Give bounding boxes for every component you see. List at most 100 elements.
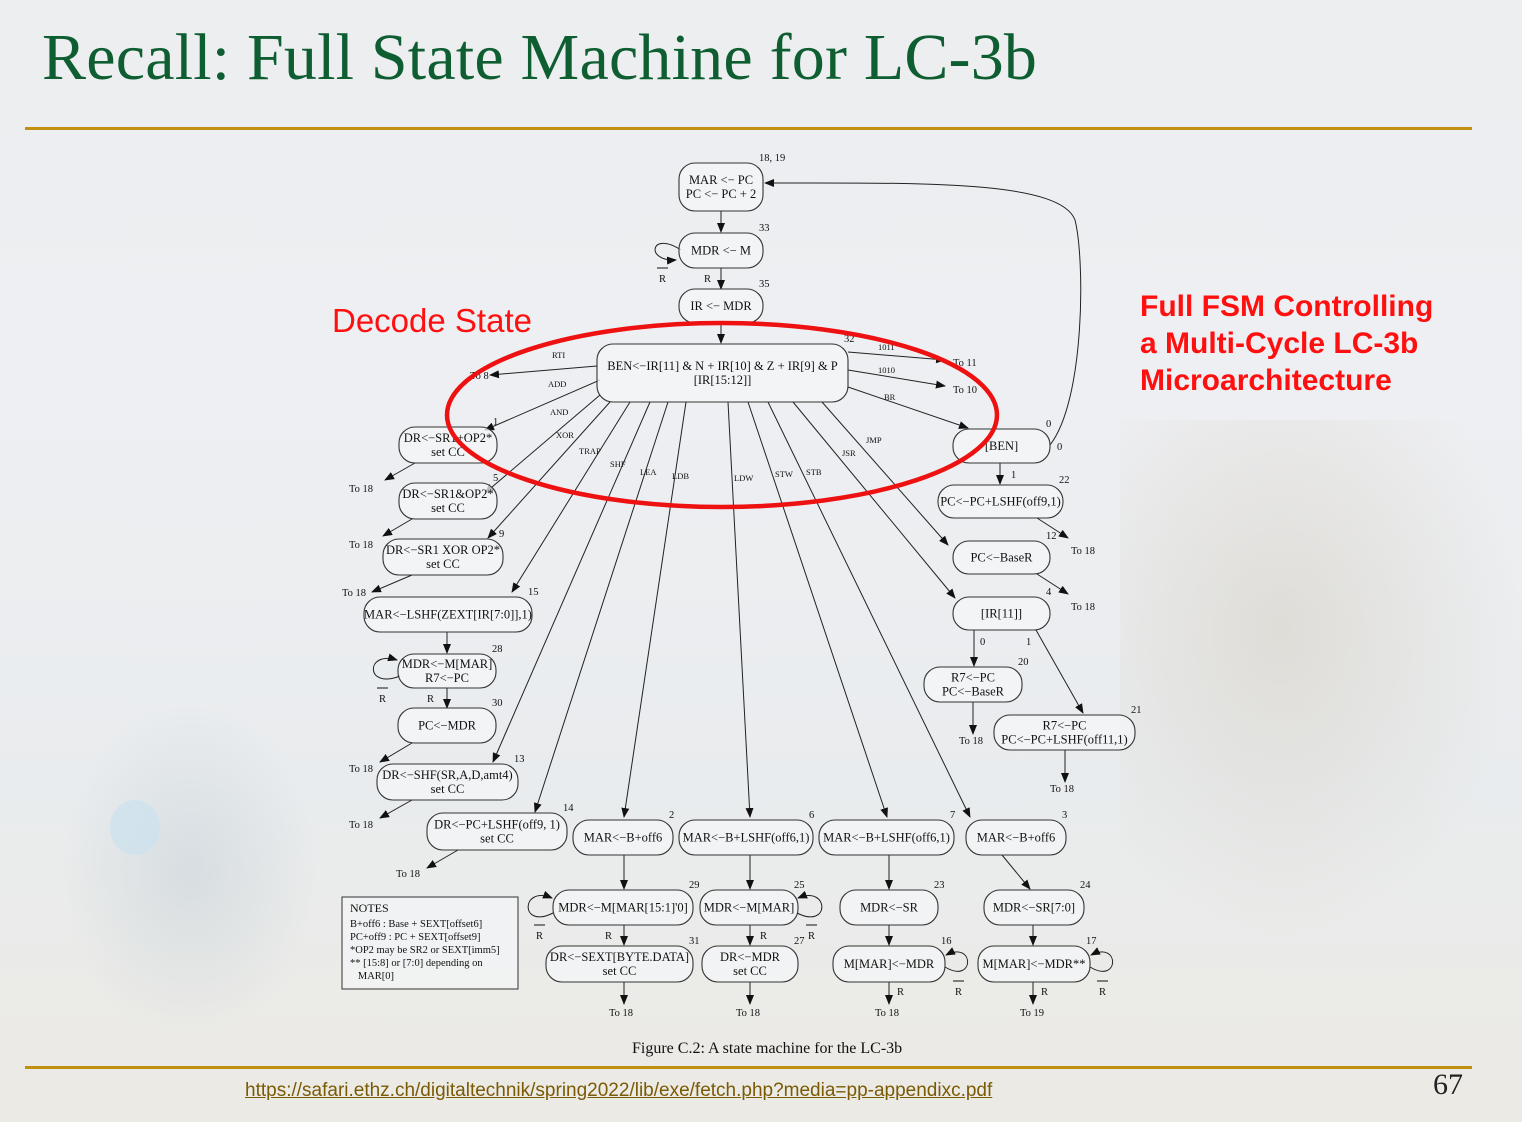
cond-ben-1: 1 — [1011, 470, 1016, 481]
state-number: 20 — [1018, 657, 1029, 668]
state-box — [678, 162, 764, 212]
state-node-25: MDR<−M[MAR] 25 — [699, 880, 805, 926]
cond-rbar-16: R — [955, 987, 962, 998]
state-number: 31 — [689, 936, 700, 947]
notes-box: NOTES B+off6 : Base + SEXT[offset6] PC+o… — [341, 896, 519, 990]
figure-caption: Figure C.2: A state machine for the LC-3… — [632, 1040, 903, 1057]
state-number: 0 — [1046, 419, 1051, 430]
state-node-33: MDR <− M33 — [678, 223, 770, 269]
state-number: 7 — [950, 810, 955, 821]
state-text: set CC — [431, 445, 465, 459]
state-text: [IR[11]] — [981, 607, 1022, 621]
state-number: 25 — [794, 880, 805, 891]
state-box — [983, 889, 1085, 926]
edge-16-self — [944, 947, 968, 972]
edge-jmp — [821, 401, 949, 546]
edge-9-to18 — [371, 574, 413, 593]
state-node-17: M[MAR]<−MDR**17 — [977, 936, 1097, 983]
state-text: R7<−PC — [425, 671, 469, 685]
exit-to-18: To 18 — [875, 1008, 899, 1019]
state-text: MAR<−B+off6 — [977, 831, 1056, 845]
notes-line: B+off6 : Base + SEXT[offset6] — [350, 919, 482, 930]
edge-28-self — [372, 653, 401, 680]
edge-3-24 — [1001, 854, 1031, 890]
state-box — [952, 428, 1051, 464]
state-box — [965, 819, 1067, 856]
edge-label-shf: SHF — [610, 459, 626, 469]
edge-ldw — [727, 401, 754, 818]
edge-label-stw: STW — [775, 469, 793, 479]
exit-labels: To 8 To 11 To 10 To 18 To 18 To 18 To 18… — [342, 358, 1095, 1019]
source-link[interactable]: https://safari.ethz.ch/digitaltechnik/sp… — [245, 1080, 993, 1101]
state-box — [552, 889, 694, 926]
state-text: DR<−SR1+OP2* — [404, 431, 493, 445]
cond-ir11-1: 1 — [1026, 637, 1031, 648]
state-text: set CC — [431, 782, 465, 796]
state-text: MDR<−M[MAR] — [704, 901, 795, 915]
edge-label-jsr: JSR — [842, 448, 856, 458]
state-node-5: DR<−SR1&OP2*set CC5 — [398, 473, 498, 520]
state-node-9: DR<−SR1 XOR OP2*set CC9 — [382, 529, 504, 576]
exit-to-10: To 10 — [953, 385, 977, 396]
state-text: PC<−BaseR — [970, 551, 1033, 565]
state-box — [363, 596, 533, 633]
edge-label-jmp: JMP — [866, 435, 882, 445]
cond-r-33: R — [704, 274, 711, 285]
edge-30-to18 — [379, 742, 413, 763]
state-box — [397, 707, 497, 744]
state-number: 17 — [1086, 936, 1097, 947]
state-text: set CC — [431, 501, 465, 515]
state-number: 35 — [759, 279, 770, 290]
state-box — [376, 763, 519, 801]
state-node-3: MAR<−B+off6 3 — [965, 810, 1067, 856]
edge-xor — [487, 401, 611, 539]
title-divider — [25, 127, 1472, 130]
fsm-description-callout: Full FSM Controlling a Multi-Cycle LC-3b… — [1140, 288, 1433, 399]
edge-label-lea: LEA — [640, 467, 657, 477]
cond-rbar-28: R — [379, 694, 386, 705]
exit-to-18: To 18 — [396, 869, 420, 880]
state-text: [BEN] — [985, 439, 1018, 453]
state-text: BEN<−IR[11] & N + IR[10] & Z + IR[9] & P — [607, 359, 838, 373]
state-text: MDR<−M[MAR[15:1]'0] — [558, 901, 688, 915]
state-text: set CC — [426, 557, 460, 571]
state-text: M[MAR]<−MDR — [844, 957, 935, 971]
notes-title: NOTES — [350, 901, 389, 915]
edge-33-self — [654, 242, 682, 265]
state-number: 18, 19 — [759, 153, 785, 164]
state-text: IR <− MDR — [690, 299, 752, 313]
edge-22-to18 — [1036, 517, 1069, 539]
cond-rbar-33: R — [659, 274, 666, 285]
page-number: 67 — [1433, 1068, 1463, 1101]
state-box — [839, 889, 939, 926]
callout-line: Full FSM Controlling — [1140, 290, 1434, 323]
state-text: MAR<−B+LSHF(off6,1) — [683, 831, 810, 845]
state-number: 9 — [499, 529, 504, 540]
edge-0-to-18 — [764, 178, 1082, 446]
state-number: 14 — [563, 803, 574, 814]
exit-to-18: To 18 — [1050, 784, 1074, 795]
edge-br — [847, 386, 969, 429]
slide-title: Recall: Full State Machine for LC-3b — [42, 21, 1038, 94]
edge-4-21 — [1035, 629, 1084, 714]
state-node-32: BEN<−IR[11] & N + IR[10] & Z + IR[9] & P… — [596, 334, 855, 403]
state-text: MAR <− PC — [689, 173, 753, 187]
edge-12-to18 — [1036, 573, 1069, 595]
edge-stw — [747, 401, 888, 818]
callout-line: a Multi-Cycle LC-3b — [1140, 327, 1419, 360]
state-number: 24 — [1080, 880, 1091, 891]
edge-14-to18 — [426, 849, 459, 869]
state-text: MAR<−B+LSHF(off6,1) — [823, 831, 950, 845]
footer-divider — [25, 1066, 1472, 1069]
state-number: 3 — [1062, 810, 1067, 821]
exit-to-18: To 18 — [349, 820, 373, 831]
edge-lea — [533, 401, 669, 813]
state-text: PC<−PC+LSHF(off9,1) — [940, 495, 1061, 509]
